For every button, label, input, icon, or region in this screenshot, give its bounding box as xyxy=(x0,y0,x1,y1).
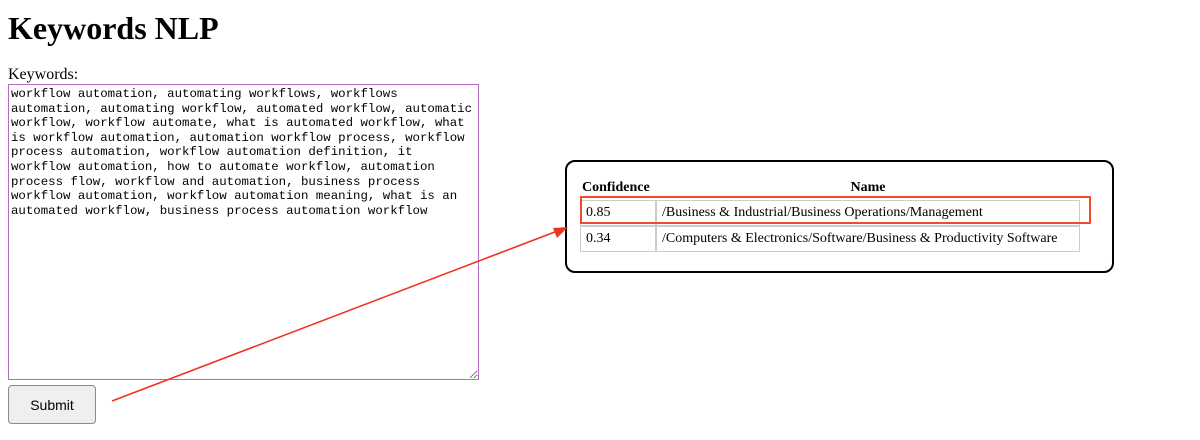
name-cell: /Computers & Electronics/Software/Busine… xyxy=(656,226,1080,252)
results-table: Confidence Name 0.85 /Business & Industr… xyxy=(580,176,1080,252)
name-cell: /Business & Industrial/Business Operatio… xyxy=(656,200,1080,226)
confidence-cell: 0.85 xyxy=(580,200,656,226)
table-row: 0.85 /Business & Industrial/Business Ope… xyxy=(580,200,1080,226)
page-title: Keywords NLP xyxy=(8,10,219,46)
submit-button[interactable]: Submit xyxy=(8,385,96,424)
confidence-cell: 0.34 xyxy=(580,226,656,252)
table-header-row: Confidence Name xyxy=(580,176,1080,200)
table-row: 0.34 /Computers & Electronics/Software/B… xyxy=(580,226,1080,252)
results-card xyxy=(565,160,1114,273)
keywords-input[interactable]: workflow automation, automating workflow… xyxy=(8,84,479,380)
column-header-name: Name xyxy=(850,180,886,195)
column-header-confidence: Confidence xyxy=(582,180,650,195)
keywords-label: Keywords: xyxy=(8,66,79,83)
